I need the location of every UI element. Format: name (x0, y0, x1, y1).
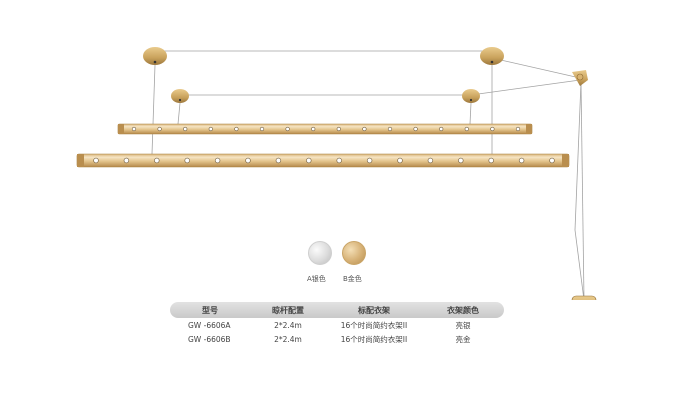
cell-hangers: 16个时尚简约衣架II (340, 334, 408, 344)
hanger-hole (362, 126, 367, 132)
hanger-hole (336, 126, 341, 132)
ceiling-bracket-left-upper (143, 47, 167, 65)
hanger-hole (183, 126, 188, 132)
hanger-hole (234, 126, 239, 132)
hanger-hole (413, 126, 418, 132)
hanger-hole (285, 126, 290, 132)
ceiling-bracket-left-lower (171, 89, 189, 103)
hanger-hole (154, 157, 160, 164)
hanger-hole (245, 157, 251, 164)
spec-table-header: 型号 晾杆配置 标配衣架 衣架颜色 (170, 302, 504, 318)
table-row: GW -6606B 2*2.4m 16个时尚简约衣架II 亮金 (170, 332, 504, 346)
hanger-hole (184, 157, 190, 164)
cell-hanger-color: 亮银 (455, 320, 471, 330)
hanger-hole (93, 157, 99, 164)
hanger-hole (131, 126, 137, 132)
hanger-hole (157, 126, 162, 132)
swatch-label-silver: A银色 (307, 275, 326, 283)
hanger-hole (439, 126, 444, 132)
cell-pole-config: 2*2.4m (274, 320, 302, 330)
hanger-hole (123, 157, 130, 164)
hanger-hole (488, 157, 494, 164)
cell-hangers: 16个时尚简约衣架II (340, 320, 408, 330)
swatch-label-gold: B金色 (343, 275, 362, 283)
hanger-hole (427, 157, 434, 164)
hanger-hole (490, 126, 495, 132)
hanger-hole (336, 157, 342, 164)
hanger-hole (208, 126, 213, 132)
cell-model: GW -6606B (188, 334, 231, 344)
hanger-hole (549, 157, 555, 164)
ceiling-bracket-right-lower (462, 89, 480, 103)
ceiling-bracket-right-upper (480, 47, 504, 65)
hanger-hole (259, 126, 265, 132)
swatch-silver (308, 241, 332, 265)
swatch-gold (342, 241, 366, 265)
header-hangers: 标配衣架 (358, 305, 390, 315)
hanger-hole (311, 126, 316, 132)
hanger-hole (366, 157, 373, 164)
hand-crank (571, 229, 597, 300)
header-model: 型号 (202, 305, 218, 315)
hanger-hole (518, 157, 525, 164)
hanger-hole (515, 126, 521, 132)
drying-bar-rear (117, 123, 533, 135)
hanger-hole (275, 157, 282, 164)
clothes-rack-illustration (76, 47, 597, 300)
header-hanger-color: 衣架颜色 (447, 305, 479, 315)
table-row: GW -6606A 2*2.4m 16个时尚简约衣架II 亮银 (170, 318, 504, 332)
hanger-hole (397, 157, 403, 164)
header-pole-config: 晾杆配置 (272, 305, 304, 315)
hanger-hole (458, 157, 464, 164)
cell-model: GW -6606A (188, 320, 231, 330)
color-swatches: A银色 B金色 (305, 241, 366, 289)
hanger-hole (387, 126, 393, 132)
cables (151, 50, 585, 300)
hanger-hole (306, 157, 312, 164)
cell-pole-config: 2*2.4m (274, 334, 302, 344)
cell-hanger-color: 亮金 (455, 334, 471, 344)
spec-table: 型号 晾杆配置 标配衣架 衣架颜色 GW -6606A 2*2.4m 16个时尚… (170, 302, 504, 346)
drying-bar-front (76, 153, 570, 168)
hanger-hole (464, 126, 469, 132)
corner-pulley (572, 70, 588, 86)
hanger-hole (214, 157, 221, 164)
